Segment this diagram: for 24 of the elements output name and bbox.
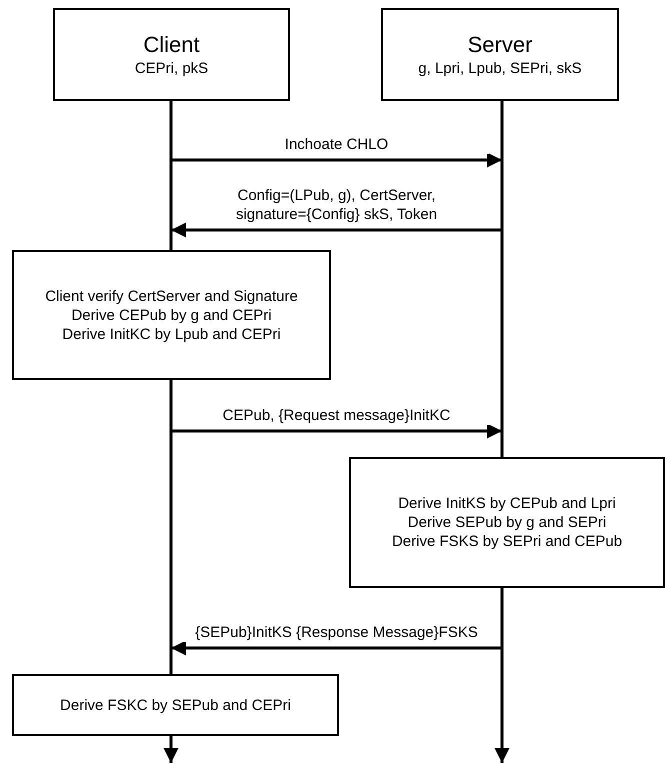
process-box [12,674,339,736]
process-text: Derive FSKS by SEPri and CEPub [392,532,622,551]
participant-name: Client [143,31,200,59]
message-arrow [171,424,502,438]
lifeline [500,101,504,457]
process-text: Derive InitKC by Lpub and CEPri [62,324,281,344]
lifeline [494,588,510,763]
process-text: Derive SEPub by g and SEPri [408,513,606,532]
lifeline [170,101,172,250]
participant-variables: g, Lpri, Lpub, SEPri, skS [418,59,582,78]
process-text: Derive InitKS by CEPub and Lpri [398,494,616,513]
lifeline [164,736,178,763]
participant-box [381,8,619,101]
process-box [12,250,331,380]
process-box [349,457,665,588]
process-text: Derive FSKC by SEPub and CEPri [60,696,291,714]
lifeline [170,380,172,674]
participant-box [53,8,290,101]
participant-variables: CEPri, pkS [134,59,208,78]
participant-name: Server [468,31,532,59]
process-text: Client verify CertServer and Signature [45,286,298,306]
process-text: Derive CEPub by g and CEPri [71,306,272,324]
message-arrow [171,152,502,168]
message-arrow [171,640,502,656]
